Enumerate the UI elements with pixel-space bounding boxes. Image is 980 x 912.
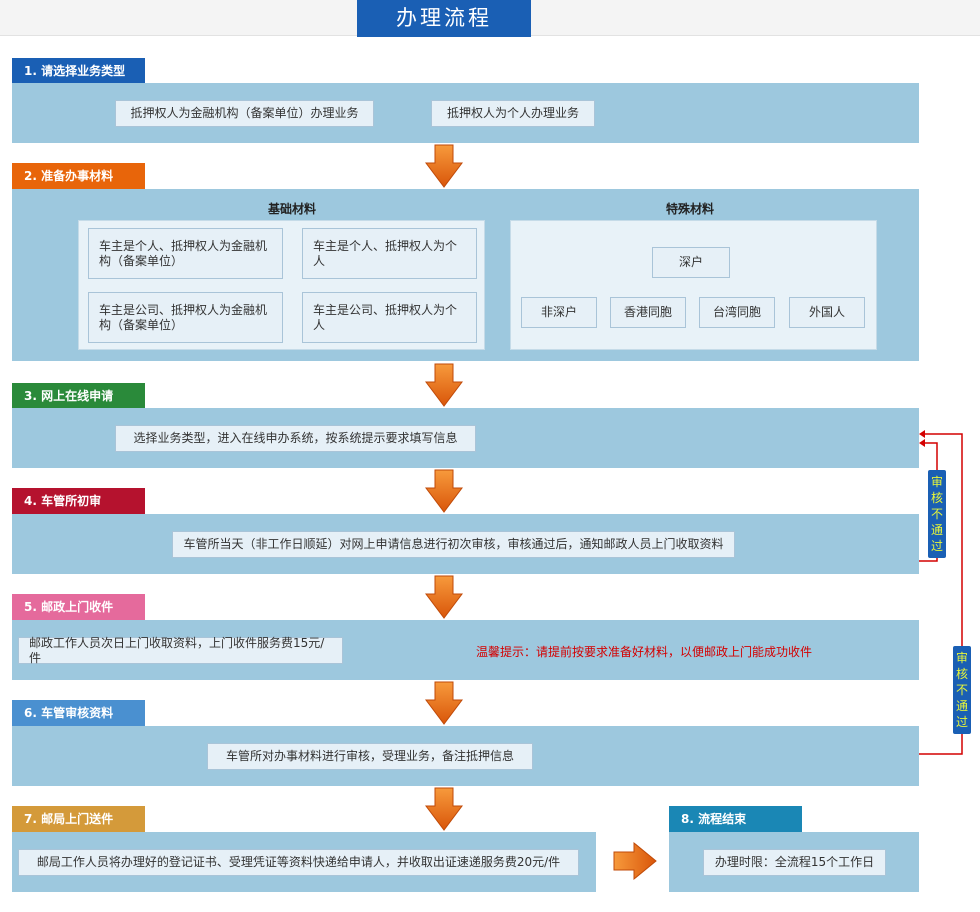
step-6-text: 车管所对办事材料进行审核，受理业务，备注抵押信息 — [207, 743, 533, 770]
basic-material-item[interactable]: 车主是个人、抵押权人为个人 — [302, 228, 477, 279]
basic-material-item[interactable]: 车主是公司、抵押权人为金融机构（备案单位） — [88, 292, 283, 343]
option-individual[interactable]: 抵押权人为个人办理业务 — [431, 100, 595, 127]
warning-tip: 温馨提示：请提前按要求准备好材料，以便邮政上门能成功收件 — [476, 645, 813, 659]
step-8-text: 办理时限：全流程15个工作日 — [703, 849, 886, 876]
special-material-hongkong[interactable]: 香港同胞 — [610, 297, 686, 328]
step-7-header: 7. 邮局上门送件 — [12, 806, 145, 832]
down-arrow-icon — [425, 144, 463, 188]
step-1-header: 1. 请选择业务类型 — [12, 58, 145, 84]
basic-material-item[interactable]: 车主是个人、抵押权人为金融机构（备案单位） — [88, 228, 283, 279]
special-material-shenzhen[interactable]: 深户 — [652, 247, 730, 278]
step-8-header: 8. 流程结束 — [669, 806, 802, 832]
step-2-header: 2. 准备办事材料 — [12, 163, 145, 189]
step-3-text: 选择业务类型，进入在线申办系统，按系统提示要求填写信息 — [115, 425, 476, 452]
basic-material-item[interactable]: 车主是公司、抵押权人为个人 — [302, 292, 477, 343]
down-arrow-icon — [425, 363, 463, 407]
special-materials-title: 特殊材料 — [666, 202, 715, 216]
down-arrow-icon — [425, 787, 463, 831]
down-arrow-icon — [425, 575, 463, 619]
special-material-non-shenzhen[interactable]: 非深户 — [521, 297, 597, 328]
right-arrow-icon — [613, 841, 657, 881]
special-material-taiwan[interactable]: 台湾同胞 — [699, 297, 775, 328]
down-arrow-icon — [425, 681, 463, 725]
reject-label-2: 审核不通过 — [953, 646, 971, 734]
step-4-header: 4. 车管所初审 — [12, 488, 145, 514]
step-4-text: 车管所当天（非工作日顺延）对网上申请信息进行初次审核，审核通过后，通知邮政人员上… — [172, 531, 735, 558]
step-7-text: 邮局工作人员将办理好的登记证书、受理凭证等资料快递给申请人，并收取出证速递服务费… — [18, 849, 579, 876]
basic-materials-title: 基础材料 — [268, 202, 317, 216]
option-financial-institution[interactable]: 抵押权人为金融机构（备案单位）办理业务 — [115, 100, 374, 127]
down-arrow-icon — [425, 469, 463, 513]
step-6-header: 6. 车管审核资料 — [12, 700, 145, 726]
reject-label-1: 审核不通过 — [928, 470, 946, 558]
step-3-header: 3. 网上在线申请 — [12, 383, 145, 409]
page-title: 办理流程 — [357, 0, 531, 37]
step-5-text: 邮政工作人员次日上门收取资料，上门收件服务费15元/件 — [18, 636, 343, 665]
special-material-foreigner[interactable]: 外国人 — [789, 297, 865, 328]
special-materials-container — [510, 220, 877, 350]
step-5-header: 5. 邮政上门收件 — [12, 594, 145, 620]
